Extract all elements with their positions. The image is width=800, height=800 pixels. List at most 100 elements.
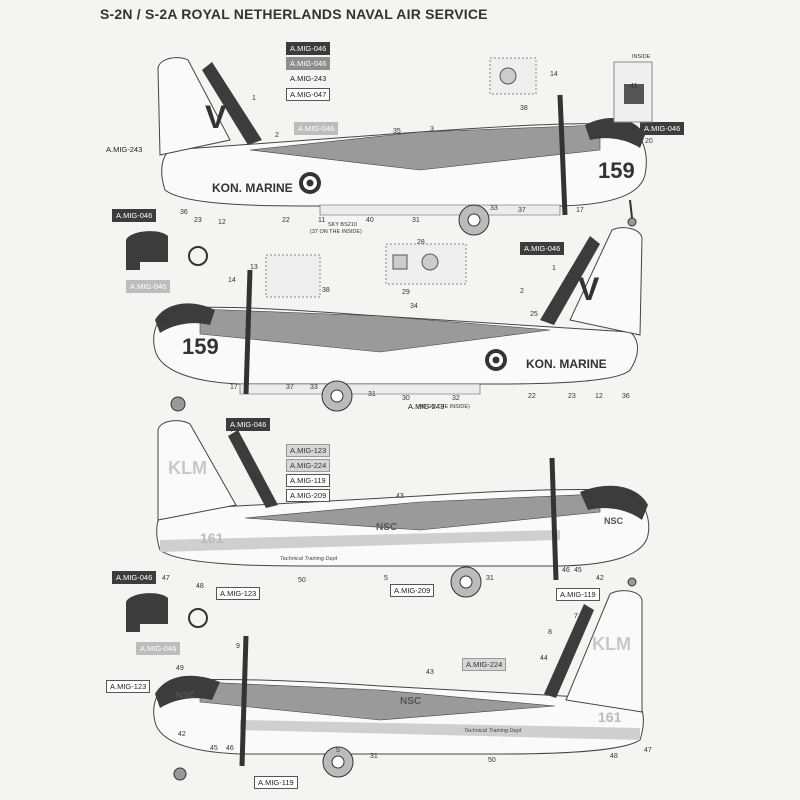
svg-text:2: 2 [520, 288, 524, 295]
callout-left-4: A.MIG-123 [106, 680, 151, 693]
view3-airline: KLM [168, 458, 207, 478]
note-inside-1: (37 ON THE INSIDE) [310, 229, 362, 235]
svg-text:23: 23 [194, 217, 202, 224]
svg-text:43: 43 [396, 493, 404, 500]
callout-belly-3: A.MIG-209 [390, 584, 435, 597]
view4-code: 161 [598, 709, 622, 725]
callout-tail-3: A.MIG-046 [226, 418, 271, 431]
svg-text:32: 32 [452, 395, 460, 402]
view1-aircraft: V 159 KON. MARINE 1 2 3 4 11 12 14 17 20… [157, 57, 653, 236]
svg-text:2: 2 [275, 132, 279, 139]
callout-paint-6: A.MIG-224 [286, 459, 331, 472]
callout-bottom-2: A.MIG-243 [408, 402, 445, 411]
svg-text:45: 45 [210, 745, 218, 752]
view3-code: 161 [200, 530, 224, 546]
svg-text:22: 22 [282, 217, 290, 224]
view2-tail-letter: V [578, 271, 600, 307]
svg-text:49: 49 [628, 493, 636, 500]
svg-text:45: 45 [574, 567, 582, 574]
svg-text:39: 39 [160, 317, 168, 324]
svg-text:48: 48 [196, 583, 204, 590]
svg-text:1: 1 [552, 265, 556, 272]
svg-text:30: 30 [402, 395, 410, 402]
sheet-title: S-2N / S-2A ROYAL NETHERLANDS NAVAL AIR … [100, 6, 488, 22]
callout-paint-1: A.MIG-046 [286, 42, 331, 55]
note-inset: INSIDE [632, 54, 651, 60]
svg-text:42: 42 [178, 731, 186, 738]
view3-logo-nose: NSC [604, 516, 624, 526]
view4-aircraft: KLM 161 NSC NSC Technical Training Dept … [126, 590, 652, 781]
svg-text:35: 35 [393, 128, 401, 135]
svg-text:37: 37 [518, 207, 526, 214]
svg-text:8: 8 [548, 629, 552, 636]
svg-text:23: 23 [568, 393, 576, 400]
view2-name: KON. MARINE [526, 357, 607, 371]
svg-text:31: 31 [412, 217, 420, 224]
callout-nose-3: A.MIG-119 [556, 588, 600, 601]
view3-logo: NSC [376, 522, 397, 533]
svg-text:46: 46 [226, 745, 234, 752]
svg-text:9: 9 [236, 643, 240, 650]
svg-text:11: 11 [318, 217, 325, 224]
view1-name: KON. MARINE [212, 181, 293, 195]
svg-text:17: 17 [576, 207, 584, 214]
svg-text:4: 4 [632, 127, 636, 134]
svg-text:28: 28 [417, 239, 425, 246]
svg-text:31: 31 [368, 391, 376, 398]
svg-text:17: 17 [230, 384, 238, 391]
note-sky: SKY BS210 [328, 222, 357, 228]
svg-text:14: 14 [550, 71, 558, 78]
view3-script: Technical Training Dept [280, 556, 338, 562]
svg-text:49: 49 [176, 665, 184, 672]
svg-text:48: 48 [610, 753, 618, 760]
callout-paint-7: A.MIG-119 [286, 474, 330, 487]
svg-text:46: 46 [562, 567, 570, 574]
callout-pod-top-2: A.MIG-046 [112, 209, 157, 222]
svg-text:3: 3 [430, 126, 434, 133]
view2-aircraft: V 159 KON. MARINE 1 2 4 12 13 14 17 22 2… [126, 227, 643, 412]
svg-text:4: 4 [172, 307, 176, 314]
callout-bottom-3: A.MIG-123 [216, 587, 261, 600]
svg-text:40: 40 [366, 217, 374, 224]
svg-text:42: 42 [596, 575, 604, 582]
callout-nose-1: A.MIG-046 [640, 122, 685, 135]
callout-paint-8: A.MIG-209 [286, 489, 331, 502]
svg-text:13: 13 [250, 264, 258, 271]
view4-script: Technical Training Dept [464, 728, 522, 734]
svg-text:47: 47 [644, 747, 652, 754]
callout-pod-top-4: A.MIG-046 [136, 642, 181, 655]
svg-text:20: 20 [645, 138, 653, 145]
svg-text:22: 22 [528, 393, 536, 400]
svg-text:12: 12 [595, 393, 603, 400]
svg-text:36: 36 [622, 393, 630, 400]
view4-logo-nose: NSC [176, 690, 196, 700]
svg-text:31: 31 [486, 575, 494, 582]
callout-tail-2: A.MIG-046 [520, 242, 565, 255]
svg-text:50: 50 [298, 577, 306, 584]
svg-text:37: 37 [286, 384, 294, 391]
callout-left-1: A.MIG-243 [106, 145, 143, 154]
svg-text:5: 5 [384, 575, 388, 582]
view3-aircraft: KLM 161 NSC NSC Technical Training Dept … [156, 420, 650, 598]
callout-right-4: A.MIG-224 [462, 658, 507, 671]
svg-text:5: 5 [336, 747, 340, 754]
callout-paint-4: A.MIG-047 [286, 88, 331, 101]
svg-text:38: 38 [520, 105, 528, 112]
svg-text:29: 29 [402, 289, 410, 296]
view2-code: 159 [182, 334, 219, 359]
svg-text:14: 14 [228, 277, 236, 284]
svg-text:36: 36 [180, 209, 188, 216]
svg-text:44: 44 [254, 476, 262, 483]
svg-text:38: 38 [322, 287, 330, 294]
svg-text:8: 8 [244, 447, 248, 454]
callout-left-3: A.MIG-046 [112, 571, 157, 584]
callout-pod-2: A.MIG-046 [126, 280, 171, 293]
svg-text:31: 31 [370, 753, 378, 760]
svg-text:43: 43 [426, 669, 434, 676]
view1-tail-letter: V [205, 99, 227, 135]
view4-airline: KLM [592, 634, 631, 654]
svg-text:1: 1 [252, 95, 256, 102]
svg-text:44: 44 [540, 655, 548, 662]
callout-paint-5: A.MIG-123 [286, 444, 331, 457]
